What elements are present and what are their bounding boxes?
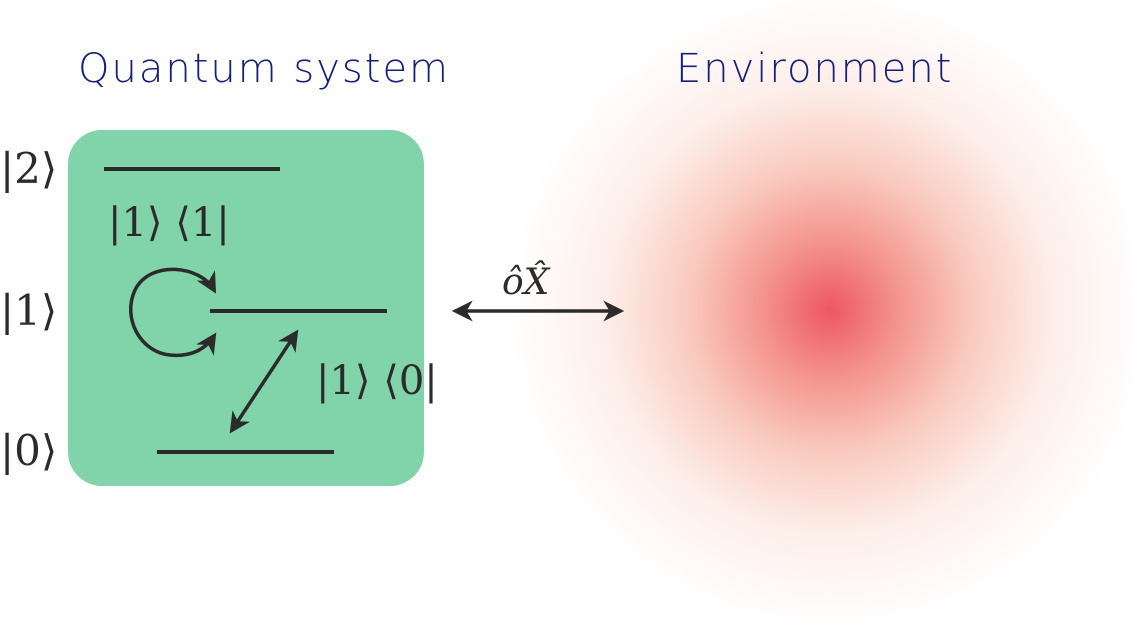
level-1-label: |1⟩: [0, 286, 58, 335]
environment-title: Environment: [676, 46, 954, 92]
quantum-system-title: Quantum system: [78, 46, 451, 92]
coupling-operator-label: ôX̂: [502, 262, 550, 303]
transition-operator-label: |1⟩ ⟨0|: [316, 358, 438, 404]
self-projector-label: |1⟩ ⟨1|: [108, 200, 230, 246]
diagram-lines: [104, 167, 625, 454]
self-loop-arrow: [129, 267, 217, 358]
transition-arrow: [229, 329, 299, 434]
level-0-label: |0⟩: [0, 426, 58, 475]
level-2-label: |2⟩: [0, 144, 58, 193]
